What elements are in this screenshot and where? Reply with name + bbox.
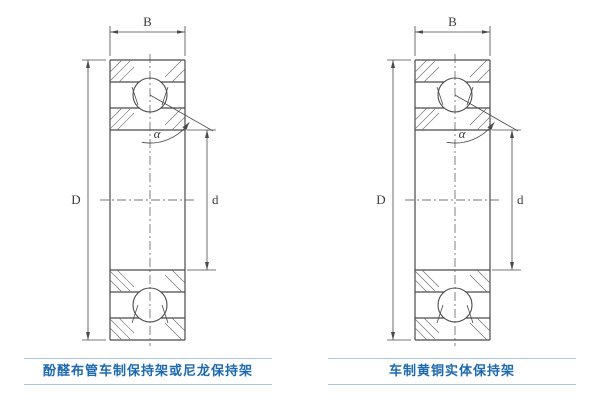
bearing-drawing-right: B D d α (376, 14, 524, 355)
diagram-brass-cage: B D d α (325, 10, 585, 355)
caption-text: 酚醛布管车制保持架或尼龙保持架 (42, 363, 253, 378)
caption-brass-cage: 车制黄铜实体保持架 (328, 358, 576, 385)
dim-label-contact-angle: α (154, 126, 162, 141)
bearing-drawing-left: B D d α (71, 14, 219, 355)
dim-label-outer-diameter: D (71, 192, 80, 207)
dim-label-width: B (448, 14, 457, 29)
diagram-phenolic-nylon-cage: B D d α (20, 10, 280, 355)
caption-text: 车制黄铜实体保持架 (388, 363, 515, 378)
bearing-cross-section (387, 26, 521, 346)
dim-label-bore: d (212, 192, 219, 207)
dim-label-bore: d (517, 192, 524, 207)
dim-label-width: B (143, 14, 152, 29)
caption-phenolic-nylon-cage: 酚醛布管车制保持架或尼龙保持架 (24, 358, 272, 385)
bearing-cross-section (82, 26, 216, 346)
dim-label-contact-angle: α (459, 126, 467, 141)
dim-label-outer-diameter: D (376, 192, 385, 207)
